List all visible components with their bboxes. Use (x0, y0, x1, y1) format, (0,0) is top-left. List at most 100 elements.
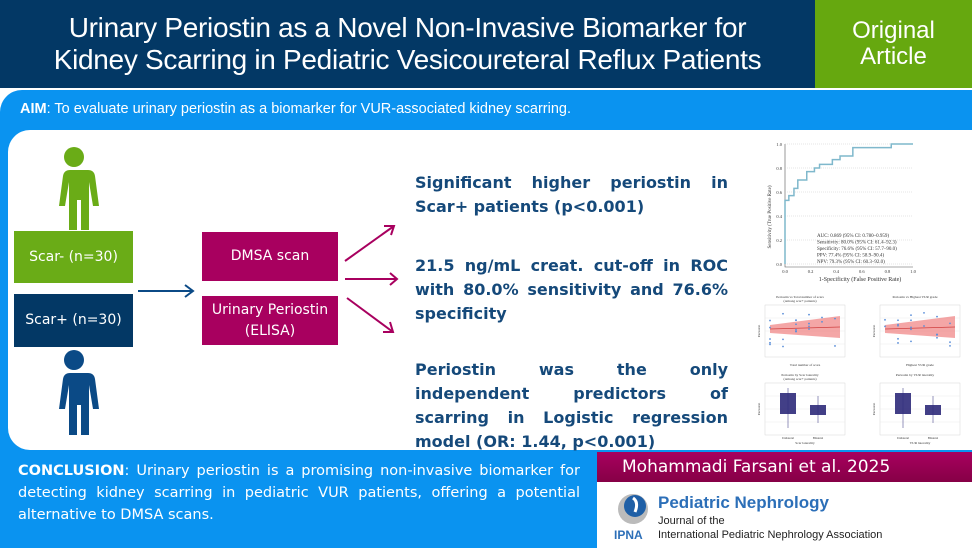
data-point (897, 324, 899, 327)
plot-xlabel: VUR laterality (910, 441, 931, 445)
data-point (910, 340, 912, 343)
confidence-band (885, 316, 955, 338)
data-point (821, 316, 823, 319)
regression-line (884, 326, 956, 330)
data-point (897, 319, 899, 322)
roc-ytick: 0.4 (776, 214, 782, 219)
flow-graphics (59, 147, 399, 435)
data-point (936, 336, 938, 339)
article-type-badge: Original Article (815, 0, 972, 88)
finding-2: 21.5 ng/mL creat. cut-off in ROC with 80… (415, 256, 728, 323)
plot-ylabel: Periostin (757, 403, 761, 416)
plot-ylabel: Periostin (872, 403, 876, 416)
roc-annotation: AUC: 0.869 (95% CI: 0.780–0.959) (817, 234, 889, 239)
data-point (808, 322, 810, 325)
data-point (782, 312, 784, 315)
plot-title: Periostin by Scar laterality (781, 373, 818, 377)
roc-xlabel: 1-Specificity (False Positive Rate) (819, 276, 901, 283)
roc-ytick: 0.8 (776, 166, 782, 171)
category-label: Bilateral (928, 436, 938, 440)
data-point (897, 342, 899, 344)
data-point (897, 337, 899, 340)
data-point (923, 311, 925, 314)
category-label: Unilateral (897, 436, 909, 440)
data-point (769, 343, 771, 346)
data-point (795, 328, 797, 331)
roc-ytick: 1.0 (776, 142, 782, 147)
badge-line-2: Article (860, 43, 927, 70)
data-point (884, 325, 886, 328)
data-point (769, 319, 771, 322)
conclusion-label: CONCLUSION (18, 463, 125, 479)
finding-1: Significant higher periostin in Scar+ pa… (415, 173, 728, 216)
scar-positive-group: Scar+ (n=30) (14, 294, 133, 347)
aim-label: AIM (20, 101, 47, 117)
plot-title: Periostin by VUR laterality (896, 373, 935, 377)
data-point (936, 333, 938, 336)
data-point (910, 314, 912, 317)
data-point (808, 325, 810, 328)
roc-ytick: 0.0 (776, 262, 782, 267)
data-point (949, 344, 951, 347)
data-point (769, 341, 771, 344)
data-point (821, 320, 823, 323)
aim-text: AIM: To evaluate urinary periostin as a … (20, 101, 571, 117)
badge-line-1: Original (852, 17, 935, 44)
data-point (834, 317, 836, 320)
title-banner: Urinary Periostin as a Novel Non-Invasiv… (0, 0, 815, 88)
arrows-to-findings-icon (344, 225, 399, 333)
plot-subtitle: (Among scar+ patients) (783, 299, 817, 303)
roc-xtick: 0.4 (833, 269, 839, 274)
plot-ylabel: Periostin (757, 325, 761, 338)
roc-xtick: 0.2 (808, 269, 814, 274)
person-green-icon (59, 147, 99, 230)
box (925, 405, 941, 415)
journal-subtitle-2: International Pediatric Nephrology Assoc… (658, 529, 883, 541)
secondary-plots: Periostin vs Total number of scars(Among… (757, 295, 961, 445)
box (780, 393, 796, 414)
title-line-1: Urinary Periostin as a Novel Non-Invasiv… (68, 12, 747, 43)
data-point (910, 319, 912, 322)
roc-xtick: 1.0 (910, 269, 916, 274)
roc-annotation: PPV: 77.4% (95% CI: 58.9–90.4) (817, 254, 884, 259)
box (810, 405, 826, 415)
plot-subtitle: (Among scar+ patients) (783, 377, 817, 381)
data-point (884, 318, 886, 321)
plot-xlabel: Highest VUR grade (906, 363, 934, 367)
urinary-periostin-box: Urinary Periostin (ELISA) (202, 296, 338, 345)
scar-negative-group: Scar- (n=30) (14, 231, 133, 283)
roc-ytick: 0.6 (776, 190, 782, 195)
roc-annotation: Specificity: 76.6% (95% CI: 57.7–90.0) (817, 247, 897, 252)
data-point (949, 322, 951, 325)
data-point (795, 330, 797, 333)
roc-axes (784, 144, 913, 268)
title-line-2: Kidney Scarring in Pediatric Vesicourete… (53, 44, 762, 75)
plot-xlabel: Total number of scars (790, 363, 821, 367)
data-point (910, 328, 912, 331)
arrow-right-icon (138, 284, 195, 298)
roc-annotation: NPV: 79.3% (95% CI: 60.3–92.0) (817, 260, 885, 265)
roc-xtick: 0.0 (782, 269, 788, 274)
data-point (782, 338, 784, 341)
box (895, 393, 911, 414)
person-navy-icon (59, 350, 99, 435)
plot-ylabel: Periostin (872, 325, 876, 338)
roc-ylabel: Sensitivity (True Positive Rate) (768, 185, 773, 248)
plot-title: Periostin vs Highest VUR grade (892, 295, 937, 299)
data-point (795, 323, 797, 326)
data-point (769, 326, 771, 329)
journal-area (597, 482, 972, 548)
data-point (936, 315, 938, 318)
data-point (897, 323, 899, 326)
data-point (782, 345, 784, 348)
conclusion-body: : Urinary periostin is a promising non-i… (18, 463, 580, 523)
plot-xlabel: Scar laterality (795, 441, 815, 445)
data-point (808, 313, 810, 316)
data-point (923, 325, 925, 327)
journal-subtitle-1: Journal of the (658, 515, 725, 527)
data-point (834, 345, 836, 347)
data-point (795, 319, 797, 322)
roc-xtick: 0.6 (859, 269, 865, 274)
dmsa-scan-box: DMSA scan (202, 232, 338, 281)
